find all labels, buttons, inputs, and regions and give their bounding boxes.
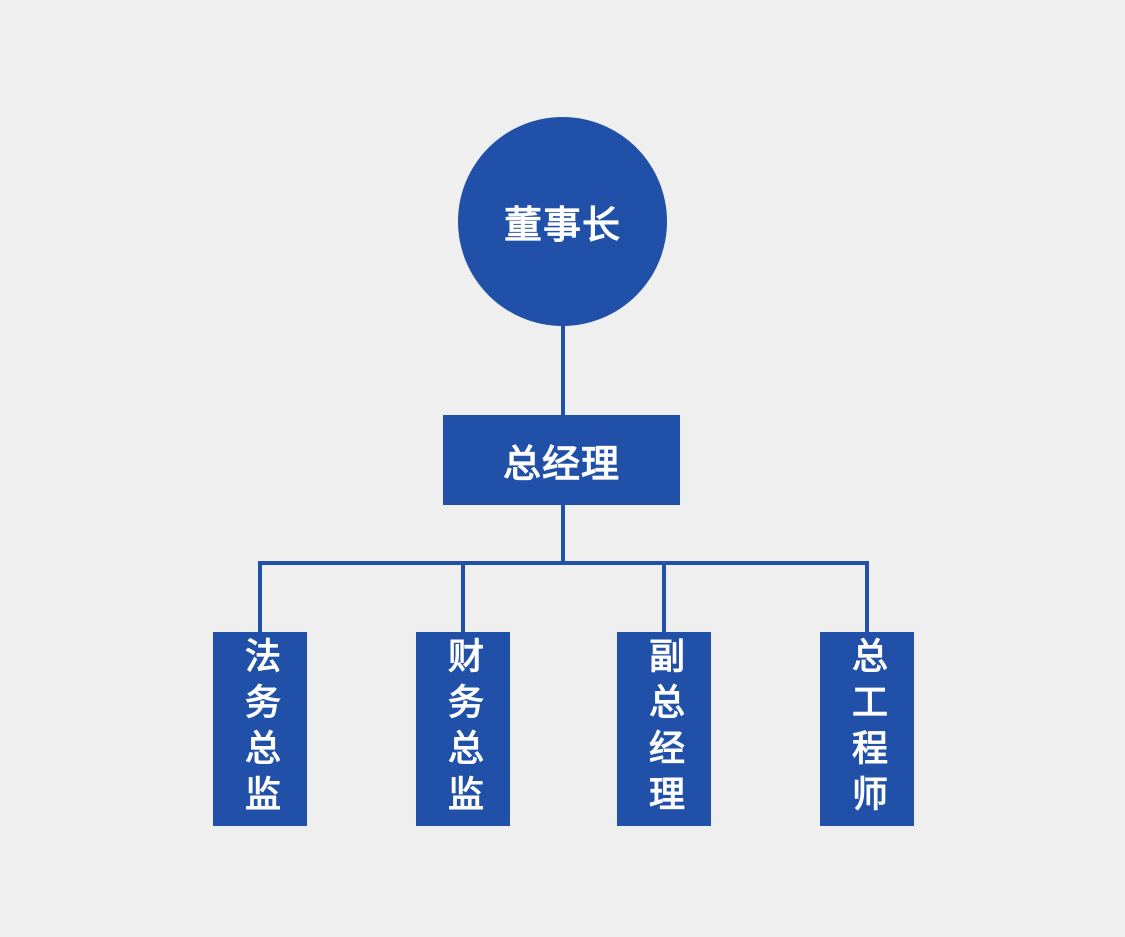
connector-bus-to-dept-3: [662, 561, 666, 632]
org-node-deputy-general-manager: 副总经理: [617, 632, 711, 826]
org-node-chairman: 董事长: [458, 117, 667, 326]
org-node-legal-director: 法务总监: [213, 632, 307, 826]
org-node-legal-director-label: 法务总监: [240, 637, 281, 821]
org-node-deputy-general-manager-label: 副总经理: [644, 637, 685, 821]
connector-chairman-to-manager: [561, 324, 565, 416]
connector-horizontal-bus: [258, 561, 869, 565]
connector-manager-to-bus: [561, 504, 565, 563]
org-node-finance-director: 财务总监: [416, 632, 510, 826]
org-node-chief-engineer: 总工程师: [820, 632, 914, 826]
org-node-chairman-label: 董事长: [503, 205, 621, 247]
org-node-finance-director-label: 财务总监: [443, 637, 484, 821]
org-node-general-manager-label: 总经理: [502, 443, 620, 486]
connector-bus-to-dept-1: [258, 561, 262, 632]
connector-bus-to-dept-2: [461, 561, 465, 632]
org-node-general-manager: 总经理: [443, 415, 680, 505]
connector-bus-to-dept-4: [865, 561, 869, 632]
org-node-chief-engineer-label: 总工程师: [847, 637, 888, 821]
